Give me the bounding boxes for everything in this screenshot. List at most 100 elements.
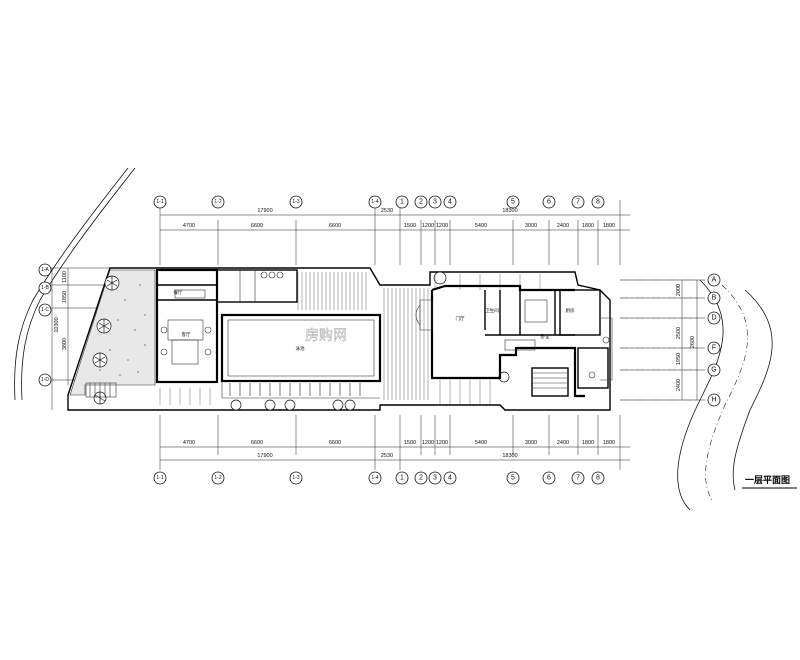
dim-top-seg-r5: 3000 <box>525 223 537 229</box>
dim-top-gap: 2530 <box>381 208 393 214</box>
main-house <box>415 284 613 398</box>
dim-right-4: 2400 <box>676 379 682 391</box>
dim-top-seg-1: 4700 <box>183 223 195 229</box>
dim-left-3: 10300 <box>54 317 60 332</box>
dim-top-total-right: 18300 <box>502 208 517 214</box>
dim-top-seg-r8: 1800 <box>603 223 615 229</box>
axis-label-bottom-6: 6 <box>547 475 551 482</box>
road-left <box>14 167 136 401</box>
axis-label-bottom-2: 2 <box>419 475 423 482</box>
dim-right-2: 2500 <box>676 327 682 339</box>
dim-bottom-seg-1: 4700 <box>183 440 195 446</box>
dim-bottom-seg-r3: 1200 <box>436 440 448 446</box>
dim-bottom-seg-r8: 1800 <box>603 440 615 446</box>
dim-top-seg-r6: 2400 <box>557 223 569 229</box>
steps-left <box>85 382 117 398</box>
axis-label-top-5: 5 <box>511 199 515 206</box>
dim-bottom-seg-r4: 5400 <box>475 440 487 446</box>
axis-label-right-g: G <box>711 367 716 374</box>
room-label-bathroom: 卫生间 <box>485 307 499 314</box>
axis-label-bottom-1-4: 1-4 <box>371 475 378 481</box>
axis-label-top-1-3: 1-3 <box>292 199 299 205</box>
site-boundary <box>67 267 611 411</box>
dim-bottom-gap: 2530 <box>381 453 393 459</box>
dim-bottom-seg-3: 6600 <box>329 440 341 446</box>
axis-label-top-1-1: 1-1 <box>156 199 163 205</box>
axis-label-top-1: 1 <box>400 199 404 206</box>
top-dimension-lines <box>159 200 630 265</box>
axis-label-top-1-4: 1-4 <box>371 199 378 205</box>
dim-bottom-seg-r7: 1800 <box>582 440 594 446</box>
dim-bottom-total-right: 18300 <box>502 453 517 459</box>
room-label-bedroom: 卧室 <box>541 333 550 340</box>
dim-top-total-left: 17900 <box>257 208 272 214</box>
dim-top-seg-r4: 5400 <box>475 223 487 229</box>
dim-top-seg-3: 6600 <box>329 223 341 229</box>
axis-label-right-d: D <box>711 315 716 322</box>
dim-right-1: 2000 <box>676 284 682 296</box>
dim-top-seg-r1: 1500 <box>404 223 416 229</box>
axis-label-top-6: 6 <box>547 199 551 206</box>
watermark-text: 房购网 <box>305 328 347 344</box>
deck-hatching <box>159 272 541 405</box>
swimming-pool <box>220 313 382 399</box>
room-label-living: 客厅 <box>182 331 191 338</box>
dim-bottom-seg-r6: 2400 <box>557 440 569 446</box>
dim-top-seg-r2: 1200 <box>422 223 434 229</box>
dim-bottom-seg-r1: 1500 <box>404 440 416 446</box>
dim-bottom-seg-r2: 1200 <box>422 440 434 446</box>
bottom-dimension-lines <box>159 415 630 470</box>
axis-label-top-4: 4 <box>448 199 452 206</box>
dim-right-3: 1950 <box>676 353 682 365</box>
pavilion <box>155 268 219 384</box>
axis-label-right-h: H <box>711 397 716 404</box>
axis-label-right-b: B <box>712 295 717 302</box>
dim-left-4: 3800 <box>62 338 68 350</box>
axis-label-top-1-2: 1-2 <box>214 199 221 205</box>
dim-bottom-total-left: 17900 <box>257 453 272 459</box>
axis-label-bottom-3: 3 <box>433 475 437 482</box>
axis-label-top-2: 2 <box>419 199 423 206</box>
axis-label-bottom-1-1: 1-1 <box>156 475 163 481</box>
drawing-title: 一层平面图 <box>745 475 790 486</box>
axis-label-right-f: F <box>712 345 716 352</box>
axis-label-bottom-1-3: 1-3 <box>292 475 299 481</box>
dim-top-seg-r7: 1800 <box>582 223 594 229</box>
axis-label-bottom-1-2: 1-2 <box>214 475 221 481</box>
axis-label-top-8: 8 <box>596 199 600 206</box>
room-label-dining: 餐厅 <box>174 289 183 296</box>
fence-posts <box>229 383 361 396</box>
axis-bubbles-top <box>153 195 605 209</box>
axis-label-left-1-a: 1-A <box>41 267 49 273</box>
axis-bubbles-left <box>38 263 52 387</box>
garden-area <box>69 269 156 396</box>
axis-bubbles-right <box>707 273 721 407</box>
axis-bubbles-bottom <box>153 471 605 485</box>
axis-label-left-1-c: 1-C <box>41 307 49 313</box>
dim-right-5: 2600 <box>690 336 696 348</box>
dim-top-seg-r3: 1200 <box>436 223 448 229</box>
dim-bottom-seg-r5: 3000 <box>525 440 537 446</box>
axis-label-bottom-8: 8 <box>596 475 600 482</box>
axis-label-top-3: 3 <box>433 199 437 206</box>
axis-label-bottom-1: 1 <box>400 475 404 482</box>
axis-label-right-a: A <box>712 277 717 284</box>
room-label-hall: 门厅 <box>456 315 465 322</box>
axis-label-left-1-b: 1-B <box>41 285 49 291</box>
axis-label-bottom-4: 4 <box>448 475 452 482</box>
axis-label-bottom-5: 5 <box>511 475 515 482</box>
upper-rooms <box>216 269 298 303</box>
axis-grid-lines <box>620 279 700 401</box>
room-label-kitchen: 厨房 <box>566 307 575 314</box>
dim-left-2: 1850 <box>62 291 68 303</box>
dim-left-1: 1100 <box>62 271 68 283</box>
dim-top-seg-2: 6600 <box>251 223 263 229</box>
watermark-logo-icon <box>289 324 303 341</box>
dim-bottom-seg-2: 6600 <box>251 440 263 446</box>
tree-icon <box>92 271 510 411</box>
axis-label-left-1-d: 1-D <box>41 377 49 383</box>
axis-label-bottom-7: 7 <box>576 475 580 482</box>
axis-label-top-7: 7 <box>576 199 580 206</box>
room-label-pool: 泳池 <box>296 345 305 352</box>
